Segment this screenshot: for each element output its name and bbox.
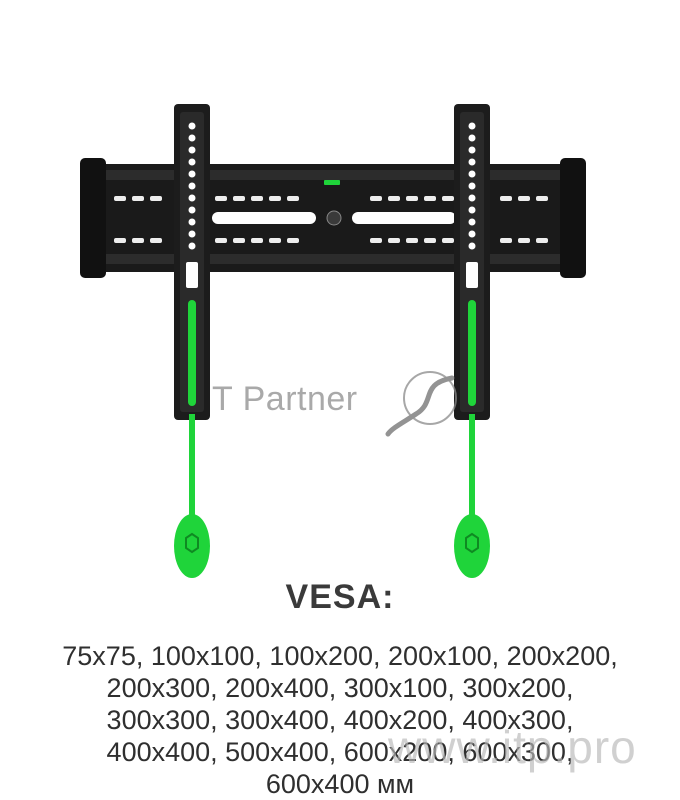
swoosh-logo-icon — [385, 371, 457, 437]
vesa-title: VESA: — [285, 578, 395, 616]
wall-plate — [80, 158, 586, 278]
vesa-line: 200x300, 200x400, 300x100, 300x200, — [106, 673, 574, 703]
vesa-line: 75x75, 100x100, 100x200, 200x100, 200x20… — [62, 641, 618, 671]
right-pull-cord — [454, 414, 490, 578]
watermark-brand-text: T Partner — [212, 380, 358, 418]
left-pull-cord — [174, 414, 210, 578]
vesa-line: 600x400 мм — [265, 769, 415, 799]
vesa-line: 300x300, 300x400, 400x200, 400x300, — [106, 705, 574, 735]
watermark-url-text: www.itp.pro — [388, 721, 637, 773]
left-bracket-arm — [174, 104, 210, 420]
tv-wall-mount-image — [80, 104, 586, 578]
vesa-line: 400x400, 500x400, 600x200, 600x300, — [106, 737, 574, 767]
right-bracket-arm — [454, 104, 490, 420]
vesa-sizes-list: 75x75, 100x100, 100x200, 200x100, 200x20… — [0, 640, 680, 800]
